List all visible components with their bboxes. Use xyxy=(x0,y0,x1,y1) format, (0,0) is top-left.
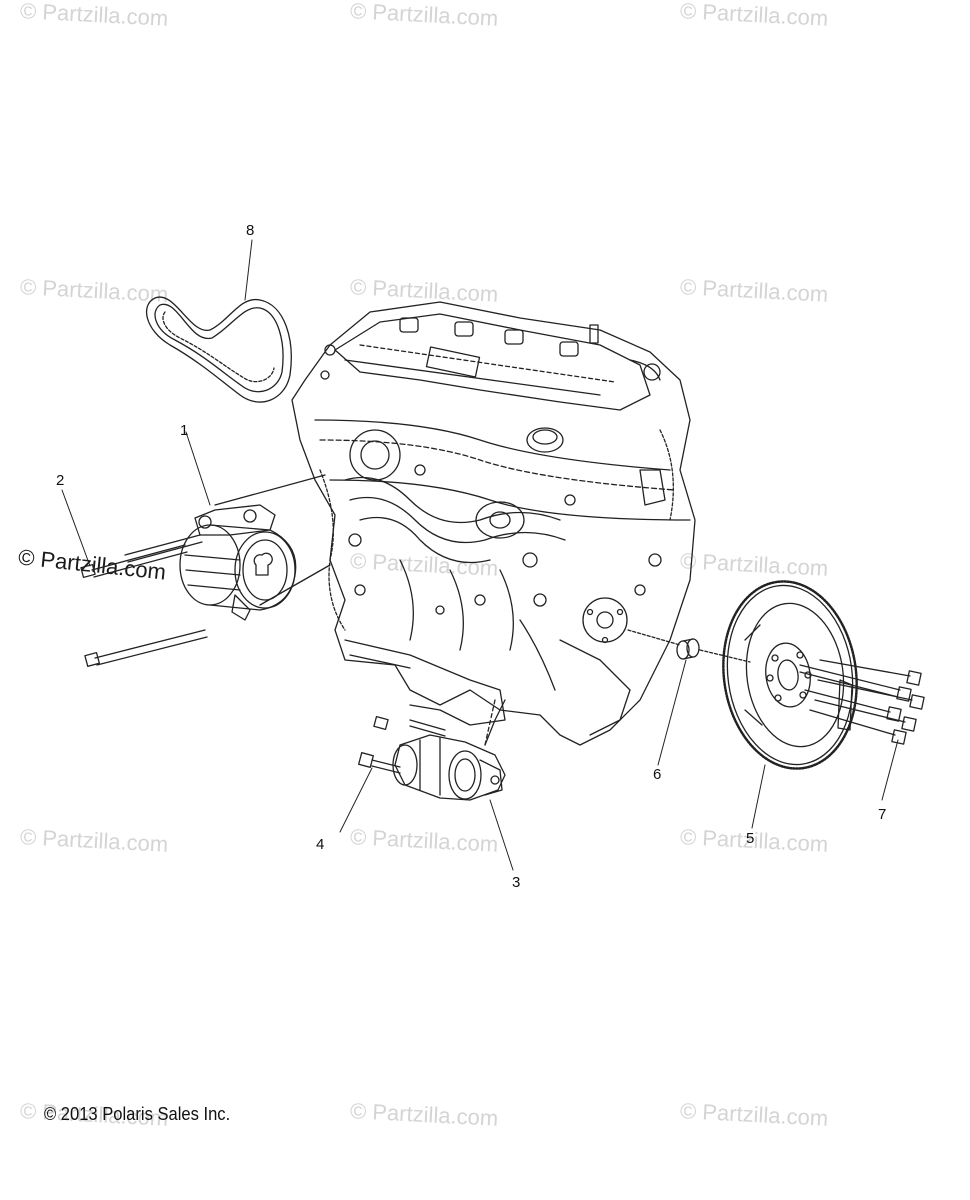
engine-assembly xyxy=(291,301,696,746)
callout-4: 4 xyxy=(316,836,325,853)
alternator xyxy=(179,504,297,621)
callout-5: 5 xyxy=(746,830,755,847)
callout-3: 3 xyxy=(512,874,521,891)
drive-belt xyxy=(146,296,292,403)
callout-8: 8 xyxy=(246,222,255,239)
leader-lines xyxy=(61,239,899,871)
flywheel xyxy=(722,580,858,770)
copyright-notice: © 2013 Polaris Sales Inc. xyxy=(44,1104,231,1124)
callout-6: 6 xyxy=(653,766,662,783)
callout-2: 2 xyxy=(56,472,65,489)
callout-7: 7 xyxy=(878,806,887,823)
flywheel-bolts xyxy=(799,659,925,745)
starter-motor xyxy=(358,699,506,801)
callout-1: 1 xyxy=(180,422,189,439)
alternator-bolts xyxy=(80,474,331,667)
pilot-bushing xyxy=(627,629,751,663)
